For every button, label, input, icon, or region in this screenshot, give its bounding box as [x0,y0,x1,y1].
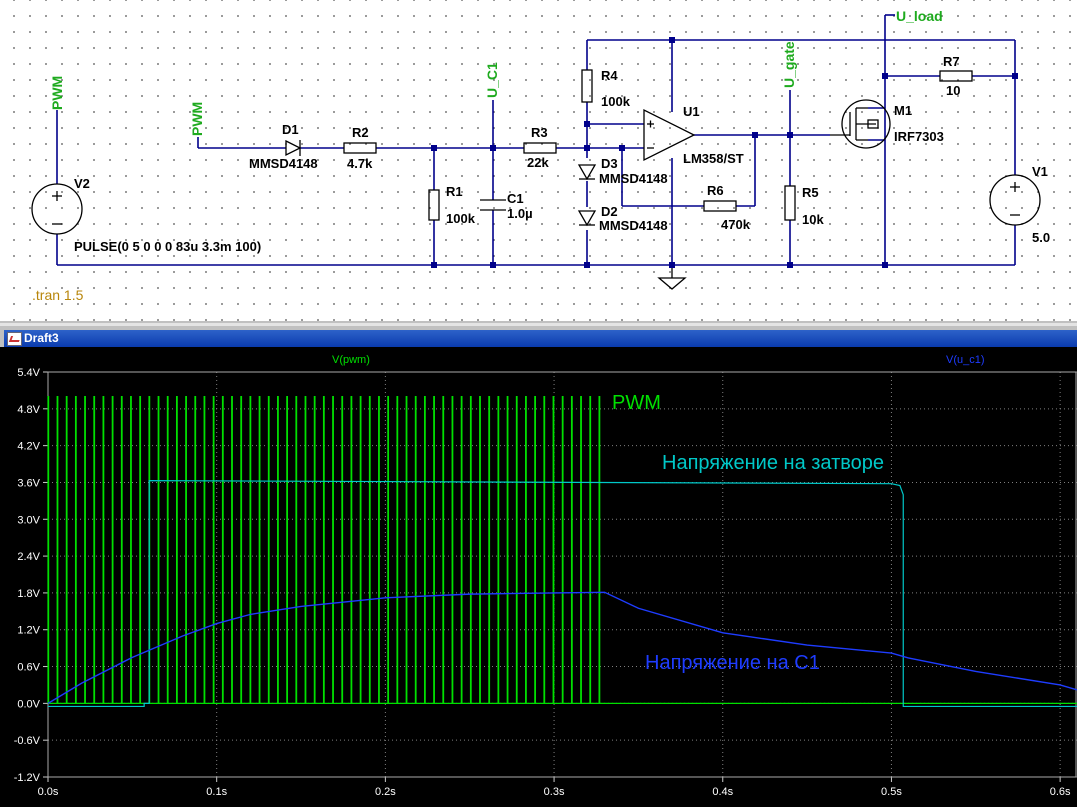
label-u1-value: LM358/ST [683,151,744,166]
voltage-source-v2[interactable] [31,183,83,235]
annotation-pwm: PWM [612,392,661,414]
label-v1: V1 [1032,164,1048,179]
spice-directive[interactable]: .tran 1.5 [32,287,84,303]
resistor-r4[interactable] [581,69,593,103]
x-tick-label: 0.6s [1050,786,1071,798]
x-tick-label: 0.5s [881,786,902,798]
label-c1-value: 1.0µ [507,206,533,221]
label-d2: D2 [601,204,618,219]
series-line-v-u-c1 [47,591,1077,704]
resistor-r1[interactable] [428,189,440,221]
label-r7: R7 [943,54,960,69]
resistor-r3[interactable] [523,142,557,154]
label-r4-value: 100k [601,94,631,109]
waveform-chart[interactable]: 5.4V 4.8V 4.2V 3.6V 3.0V 2.4V 1.8V 1.2V 0.6V 0.0V… [0,347,1077,807]
x-tick-label: 0.1s [206,786,227,798]
waveform-window-title: Draft3 [24,331,59,345]
annotation-c1-voltage: Напряжение на C1 [645,652,820,674]
label-u1: U1 [683,104,700,119]
x-tick-label: 0.4s [712,786,733,798]
y-tick-label: 1.2V [17,625,40,637]
label-r7-value: 10 [946,83,960,98]
net-label-pwm-input: PWM [189,102,205,136]
y-tick-label: -1.2V [14,772,41,784]
trace-label-uc1[interactable]: V(u_c1) [946,354,985,366]
y-tick-label: 2.4V [17,551,40,563]
label-m1: M1 [894,103,912,118]
resistor-r7[interactable] [939,70,973,82]
waveform-window-icon [7,332,22,346]
y-tick-label: 4.8V [17,404,40,416]
resistor-r5[interactable] [784,185,796,221]
x-tick-label: 0.0s [38,786,59,798]
junctions [431,37,1018,268]
label-r1-value: 100k [446,211,476,226]
capacitor-c1[interactable] [480,199,506,211]
trace-label-pwm[interactable]: V(pwm) [332,354,370,366]
y-tick-label: 3.6V [17,477,40,489]
waveform-window[interactable]: Draft3 5.4V 4.8V 4.2V 3.6V 3.0V 2.4V 1.8V 1.2V 0… [0,326,1077,807]
y-tick-label: -0.6V [14,735,41,747]
net-label-u-load: U_load [896,8,943,24]
label-r5: R5 [802,185,819,200]
y-tick-label: 3.0V [17,514,40,526]
grid-dots [0,0,1077,321]
label-v2-value: PULSE(0 5 0 0 0 83u 3.3m 100) [74,239,261,254]
x-tick-label: 0.2s [375,786,396,798]
label-r3-value: 22k [527,155,549,170]
label-v2: V2 [74,176,90,191]
schematic-view[interactable]: V2 PULSE(0 5 0 0 0 83u 3.3m 100) D1 MMSD… [0,0,1077,321]
label-r4: R4 [601,68,618,83]
ground-symbol [657,268,687,290]
wires [56,15,1016,268]
waveform-titlebar[interactable]: Draft3 [4,330,1077,347]
waveform-plot[interactable]: 5.4V 4.8V 4.2V 3.6V 3.0V 2.4V 1.8V 1.2V 0.6V 0.0V… [0,347,1077,807]
label-r3: R3 [531,125,548,140]
y-tick-label: 5.4V [17,367,40,379]
y-tick-label: 4.2V [17,441,40,453]
net-label-pwm-source: PWM [49,76,65,110]
net-label-u-gate: U_gate [781,41,797,88]
schematic-canvas[interactable]: V2 PULSE(0 5 0 0 0 83u 3.3m 100) D1 MMSD… [0,0,1077,321]
diode-d2[interactable] [577,210,597,227]
label-r1: R1 [446,184,463,199]
label-d2-value: MMSD4148 [599,218,668,233]
net-label-u-c1: U_C1 [484,62,500,98]
pane-splitter[interactable] [0,321,1077,323]
pane-splitter-highlight [0,323,1077,326]
label-r6: R6 [707,183,724,198]
resistor-r2[interactable] [343,142,377,154]
label-d3: D3 [601,156,618,171]
label-d1: D1 [282,122,299,137]
y-tick-label: 0.0V [17,698,40,710]
mosfet-m1[interactable] [830,99,891,149]
y-tick-label: 0.6V [17,662,40,674]
label-d1-value: MMSD4148 [249,156,318,171]
opamp-u1[interactable] [643,108,696,162]
diode-d1[interactable] [285,139,302,157]
label-r2-value: 4.7k [347,156,373,171]
label-d3-value: MMSD4148 [599,171,668,186]
voltage-source-v1[interactable] [989,174,1041,226]
resistor-r6[interactable] [703,200,737,212]
annotation-gate-voltage: Напряжение на затворе [662,452,885,474]
y-tick-label: 1.8V [17,588,40,600]
series-line-v-pwm [47,395,1077,704]
label-r6-value: 470k [721,217,751,232]
label-v1-value: 5.0 [1032,230,1050,245]
label-r5-value: 10k [802,212,824,227]
label-c1: C1 [507,191,524,206]
label-r2: R2 [352,125,369,140]
label-m1-value: IRF7303 [894,129,944,144]
diode-d3[interactable] [577,164,597,181]
series-line-gate [48,480,1077,708]
x-tick-label: 0.3s [544,786,565,798]
